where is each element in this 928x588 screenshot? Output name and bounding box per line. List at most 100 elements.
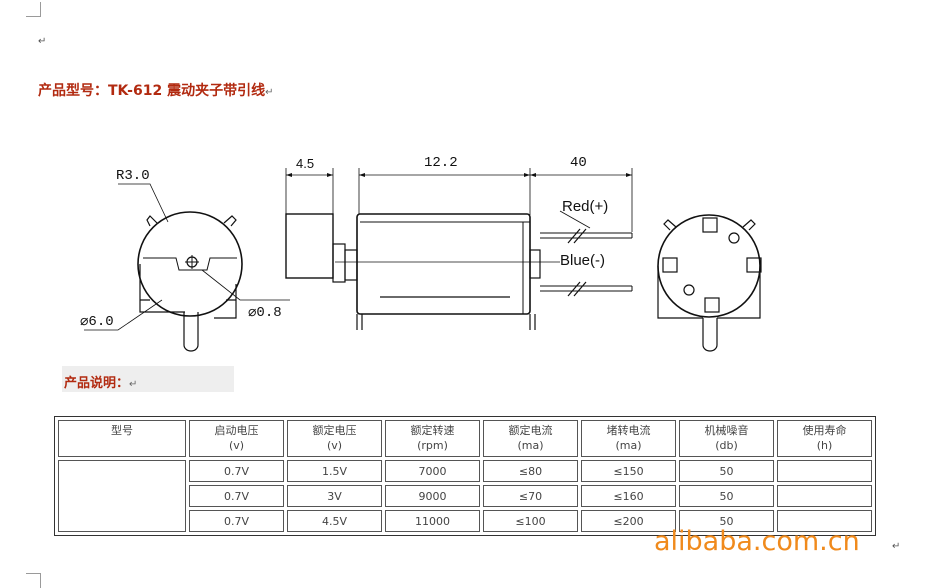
table-cell: ≤200: [581, 510, 676, 532]
paragraph-mark: ↵: [129, 379, 138, 390]
rear-terminal: [529, 249, 541, 279]
table-cell: 50: [679, 460, 774, 482]
shaft-collar: [332, 243, 346, 283]
table-row: 0.7V 1.5V 7000 ≤80 ≤150 50: [58, 460, 872, 532]
clip-tab-left: [146, 215, 158, 227]
rear-clip-tab-left: [663, 219, 677, 231]
radius-label: R3.0: [116, 168, 150, 184]
red-lead-leader: [559, 210, 591, 229]
header-cell-rated-current: 额定电流 (ma): [483, 420, 578, 457]
shaft-cross: [185, 255, 199, 269]
table-cell: ≤100: [483, 510, 578, 532]
shaft-profile: [143, 257, 237, 271]
table-cell: 1.5V: [287, 460, 382, 482]
table-cell: 7000: [385, 460, 480, 482]
table-cell: 0.7V: [189, 510, 284, 532]
rear-view-body-circle: [657, 214, 761, 318]
alibaba-watermark: alibaba.com.cn: [654, 526, 860, 557]
header-unit: (h): [816, 439, 833, 452]
solder-pin: [183, 312, 199, 352]
front-view: [84, 183, 290, 352]
table-cell: ≤80: [483, 460, 578, 482]
table-cell: 50: [679, 510, 774, 532]
table-cell: 0.7V: [189, 460, 284, 482]
lead-break-marks: [567, 228, 587, 297]
table-cell: 9000: [385, 485, 480, 507]
bracket-left: [139, 264, 185, 313]
side-view: [285, 168, 633, 330]
small-dia-leader: [201, 269, 290, 301]
blue-lead-label: Blue(-): [560, 252, 605, 269]
lead-wire-red: [540, 232, 632, 239]
mount-feet: [356, 314, 536, 330]
table-cell: [777, 485, 872, 507]
header-name: 启动电压: [214, 424, 259, 437]
table-cell: 0.7V: [189, 485, 284, 507]
paragraph-mark: ↵: [265, 87, 274, 98]
lead-wire-blue: [540, 285, 632, 292]
product-description-heading: 产品说明：↵: [64, 372, 137, 391]
rear-hole-bottom: [683, 284, 695, 296]
front-flange: [344, 249, 358, 281]
rear-pad-bottom: [704, 297, 720, 313]
product-title: 产品型号：TK-612 震动夹子带引线↵: [38, 80, 273, 100]
model-cell: [58, 460, 186, 532]
rear-hole-top: [728, 232, 740, 244]
paragraph-mark: ↵: [892, 541, 901, 552]
table-header-row: 型号 启动电压 (v) 额定电压 (v) 额定转速 (rpm) 额定电流 (ma) 堵转…: [58, 420, 872, 457]
page-corner-mark-bottom: [26, 573, 41, 588]
header-name: 堵转电流: [606, 424, 651, 437]
radius-leader: [118, 183, 169, 223]
header-name: 使用寿命: [802, 424, 847, 437]
header-cell-rated-speed: 额定转速 (rpm): [385, 420, 480, 457]
dia-leader: [84, 299, 163, 331]
table-cell: 4.5V: [287, 510, 382, 532]
diameter-label: ⌀6.0: [80, 314, 114, 330]
table-cell: 50: [679, 485, 774, 507]
header-cell-noise: 机械噪音 (db): [679, 420, 774, 457]
lead-dimension-label: 40: [570, 155, 587, 171]
motor-body: [356, 213, 531, 315]
table-cell: 3V: [287, 485, 382, 507]
spec-table: 型号 启动电压 (v) 额定电压 (v) 额定转速 (rpm) 额定电流 (ma) 堵转…: [54, 416, 876, 536]
rear-clip-tab-right: [742, 219, 756, 231]
body-dimension-label: 12.2: [424, 155, 458, 171]
header-cell-rated-voltage: 额定电压 (v): [287, 420, 382, 457]
eccentric-weight: [285, 213, 334, 279]
rear-pad-right: [746, 257, 762, 273]
header-unit: (db): [715, 439, 738, 452]
header-unit: (ma): [517, 439, 544, 452]
header-unit: (v): [326, 439, 343, 452]
header-unit: (ma): [615, 439, 642, 452]
header-name: 额定电压: [312, 424, 357, 437]
description-shading: [62, 366, 234, 392]
rear-pad-top: [702, 217, 718, 233]
header-cell-model: 型号: [58, 420, 186, 457]
table-cell: [777, 510, 872, 532]
rear-bracket: [657, 266, 761, 319]
header-unit: (rpm): [417, 439, 448, 452]
table-cell: [777, 460, 872, 482]
paragraph-mark: ↵: [38, 36, 47, 47]
header-name: 机械噪音: [704, 424, 749, 437]
cap-extension-lines: [285, 168, 334, 226]
red-lead-label: Red(+): [562, 198, 608, 215]
table-cell: ≤150: [581, 460, 676, 482]
header-name: 额定电流: [508, 424, 553, 437]
body-extension-lines: [358, 168, 633, 232]
small-diameter-label: ⌀0.8: [248, 305, 282, 321]
cap-dimension-label: 4.5: [296, 156, 314, 171]
header-unit: (v): [228, 439, 245, 452]
header-name: 型号: [111, 424, 133, 437]
header-name: 额定转速: [410, 424, 455, 437]
bracket-right: [214, 284, 237, 319]
rear-view: [657, 214, 762, 352]
front-view-body-circle: [137, 211, 243, 317]
table-cell: 11000: [385, 510, 480, 532]
product-title-text: 产品型号：TK-612 震动夹子带引线: [38, 83, 266, 99]
table-cell: ≤70: [483, 485, 578, 507]
table-row: 0.7V 4.5V 11000 ≤100 ≤200 50: [58, 510, 872, 532]
header-cell-stall-current: 堵转电流 (ma): [581, 420, 676, 457]
page-corner-mark-top: [26, 2, 41, 17]
